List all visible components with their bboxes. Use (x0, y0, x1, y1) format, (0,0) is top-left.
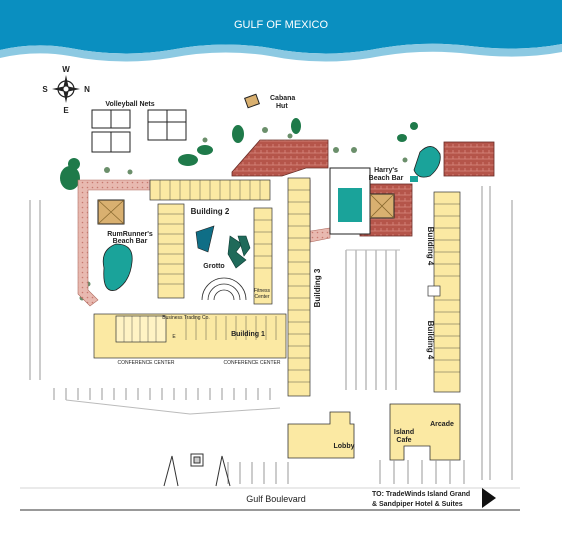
cafe-label-1: Island (394, 429, 414, 436)
grotto (227, 235, 251, 269)
road-label: Gulf Boulevard (246, 494, 306, 504)
rumrunner-hut (97, 199, 125, 225)
direction-arrow-icon (482, 488, 496, 508)
amphitheater (201, 277, 247, 301)
compass-north: N (84, 85, 90, 94)
fitness-label-1: Fitness (254, 288, 271, 294)
building-3-label: Building 3 (313, 268, 322, 307)
compass-east: E (63, 106, 69, 115)
trees (60, 118, 418, 190)
building-4-label-b: Building 4 (426, 321, 435, 360)
direction-label-2: & Sandpiper Hotel & Suites (372, 501, 463, 508)
direction-sign: TO: TradeWinds Island Grand & Sandpiper … (372, 488, 496, 508)
entrance-islands (163, 453, 231, 487)
water-label: GULF OF MEXICO (234, 19, 329, 31)
island-cafe: Island Cafe Arcade (389, 403, 461, 461)
business-label: Business Trading Co. (162, 315, 210, 321)
cabana-label-2: Hut (276, 103, 288, 110)
cabana-label-1: Cabana (270, 95, 295, 102)
grotto-label: Grotto (203, 263, 224, 270)
compass-south: S (42, 85, 48, 94)
building-4-label-a: Building 4 (426, 227, 435, 266)
conference-left-label: CONFERENCE CENTER (118, 360, 175, 366)
building-3-units (254, 189, 310, 383)
building-4-elevator (427, 285, 441, 297)
lobby-label: Lobby (334, 443, 355, 450)
building-1 (93, 313, 287, 359)
lobby: Lobby (287, 411, 355, 459)
parking (29, 186, 513, 484)
fitness-label-2: Center (254, 294, 269, 300)
building-2-units (158, 180, 261, 285)
harrys-label-2: Beach Bar (369, 175, 404, 182)
building-2-label: Building 2 (191, 207, 230, 216)
harrys-label-1: Harry's (374, 167, 398, 174)
rumrunner-label-2: Beach Bar (113, 238, 148, 245)
elevator-marker: E (172, 334, 176, 340)
gulf-of-mexico: GULF OF MEXICO (0, 0, 562, 62)
compass-west: W (62, 65, 70, 74)
harrys-hut (369, 193, 395, 219)
building-4-units (434, 203, 460, 373)
conference-right-label: CONFERENCE CENTER (224, 360, 281, 366)
building-1-units (123, 316, 277, 342)
direction-label-1: TO: TradeWinds Island Grand (372, 491, 470, 498)
compass-rose: W E S N (42, 65, 90, 115)
volleyball-label: Volleyball Nets (105, 101, 154, 108)
arcade-label: Arcade (430, 421, 454, 428)
rumrunner-label-1: RumRunner's (107, 231, 153, 238)
building-1-label: Building 1 (231, 331, 265, 338)
cafe-label-2: Cafe (396, 437, 411, 444)
cabana-hut: Cabana Hut (244, 93, 295, 110)
pools (102, 146, 441, 291)
volleyball-courts (91, 109, 187, 153)
